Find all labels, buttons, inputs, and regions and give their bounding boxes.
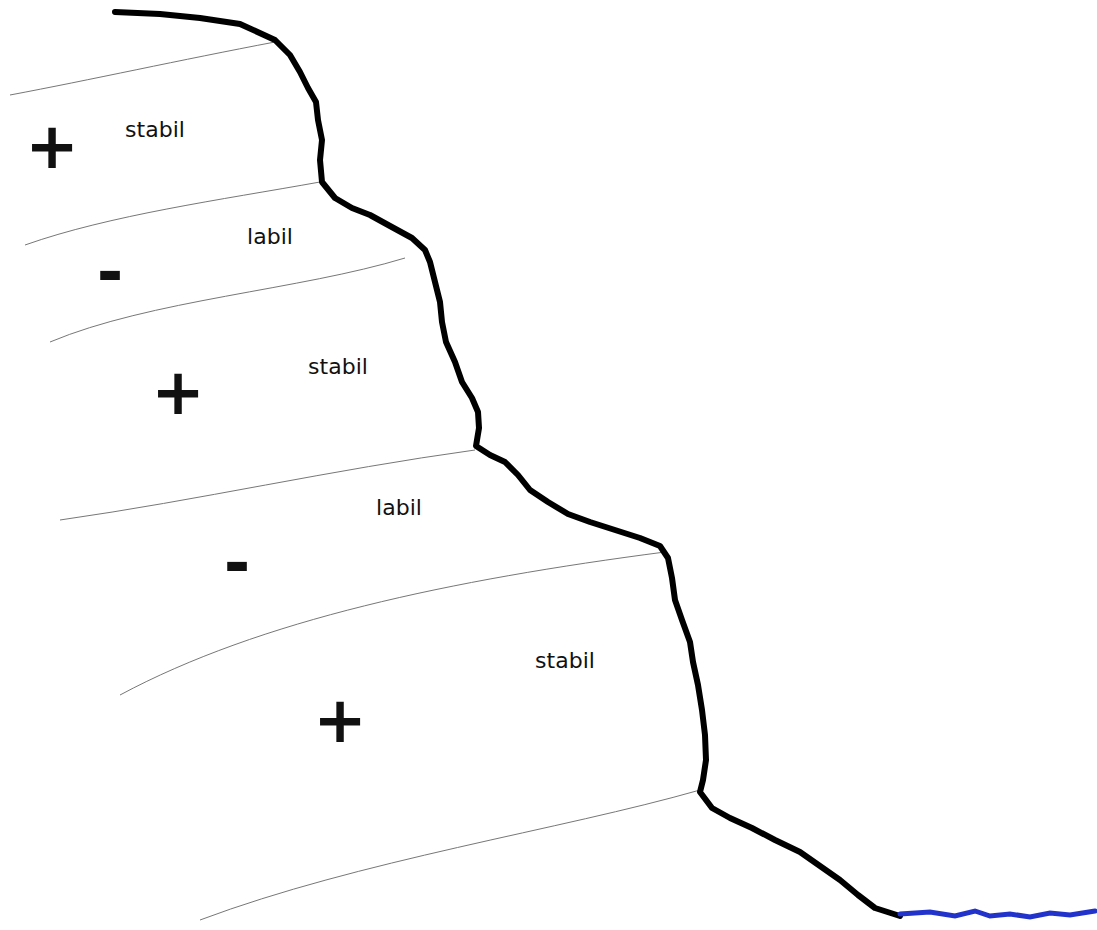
stratum-boundary [120, 552, 665, 695]
sign-symbol: - [224, 531, 251, 595]
sign-symbol: + [313, 688, 367, 752]
stability-label: labil [247, 226, 293, 248]
stability-label: labil [376, 497, 422, 519]
cliff-profile [115, 12, 900, 916]
sign-symbol: + [151, 360, 205, 424]
stratum-boundary [200, 790, 700, 920]
sign-symbol: + [25, 114, 79, 178]
stability-label: stabil [535, 650, 595, 672]
stability-label: stabil [125, 119, 185, 141]
strata-lines [10, 42, 700, 920]
sign-symbol: - [97, 240, 124, 304]
water-surface [900, 911, 1095, 917]
stratum-boundary [60, 450, 475, 520]
stability-label: stabil [308, 356, 368, 378]
stratum-boundary [10, 42, 275, 95]
